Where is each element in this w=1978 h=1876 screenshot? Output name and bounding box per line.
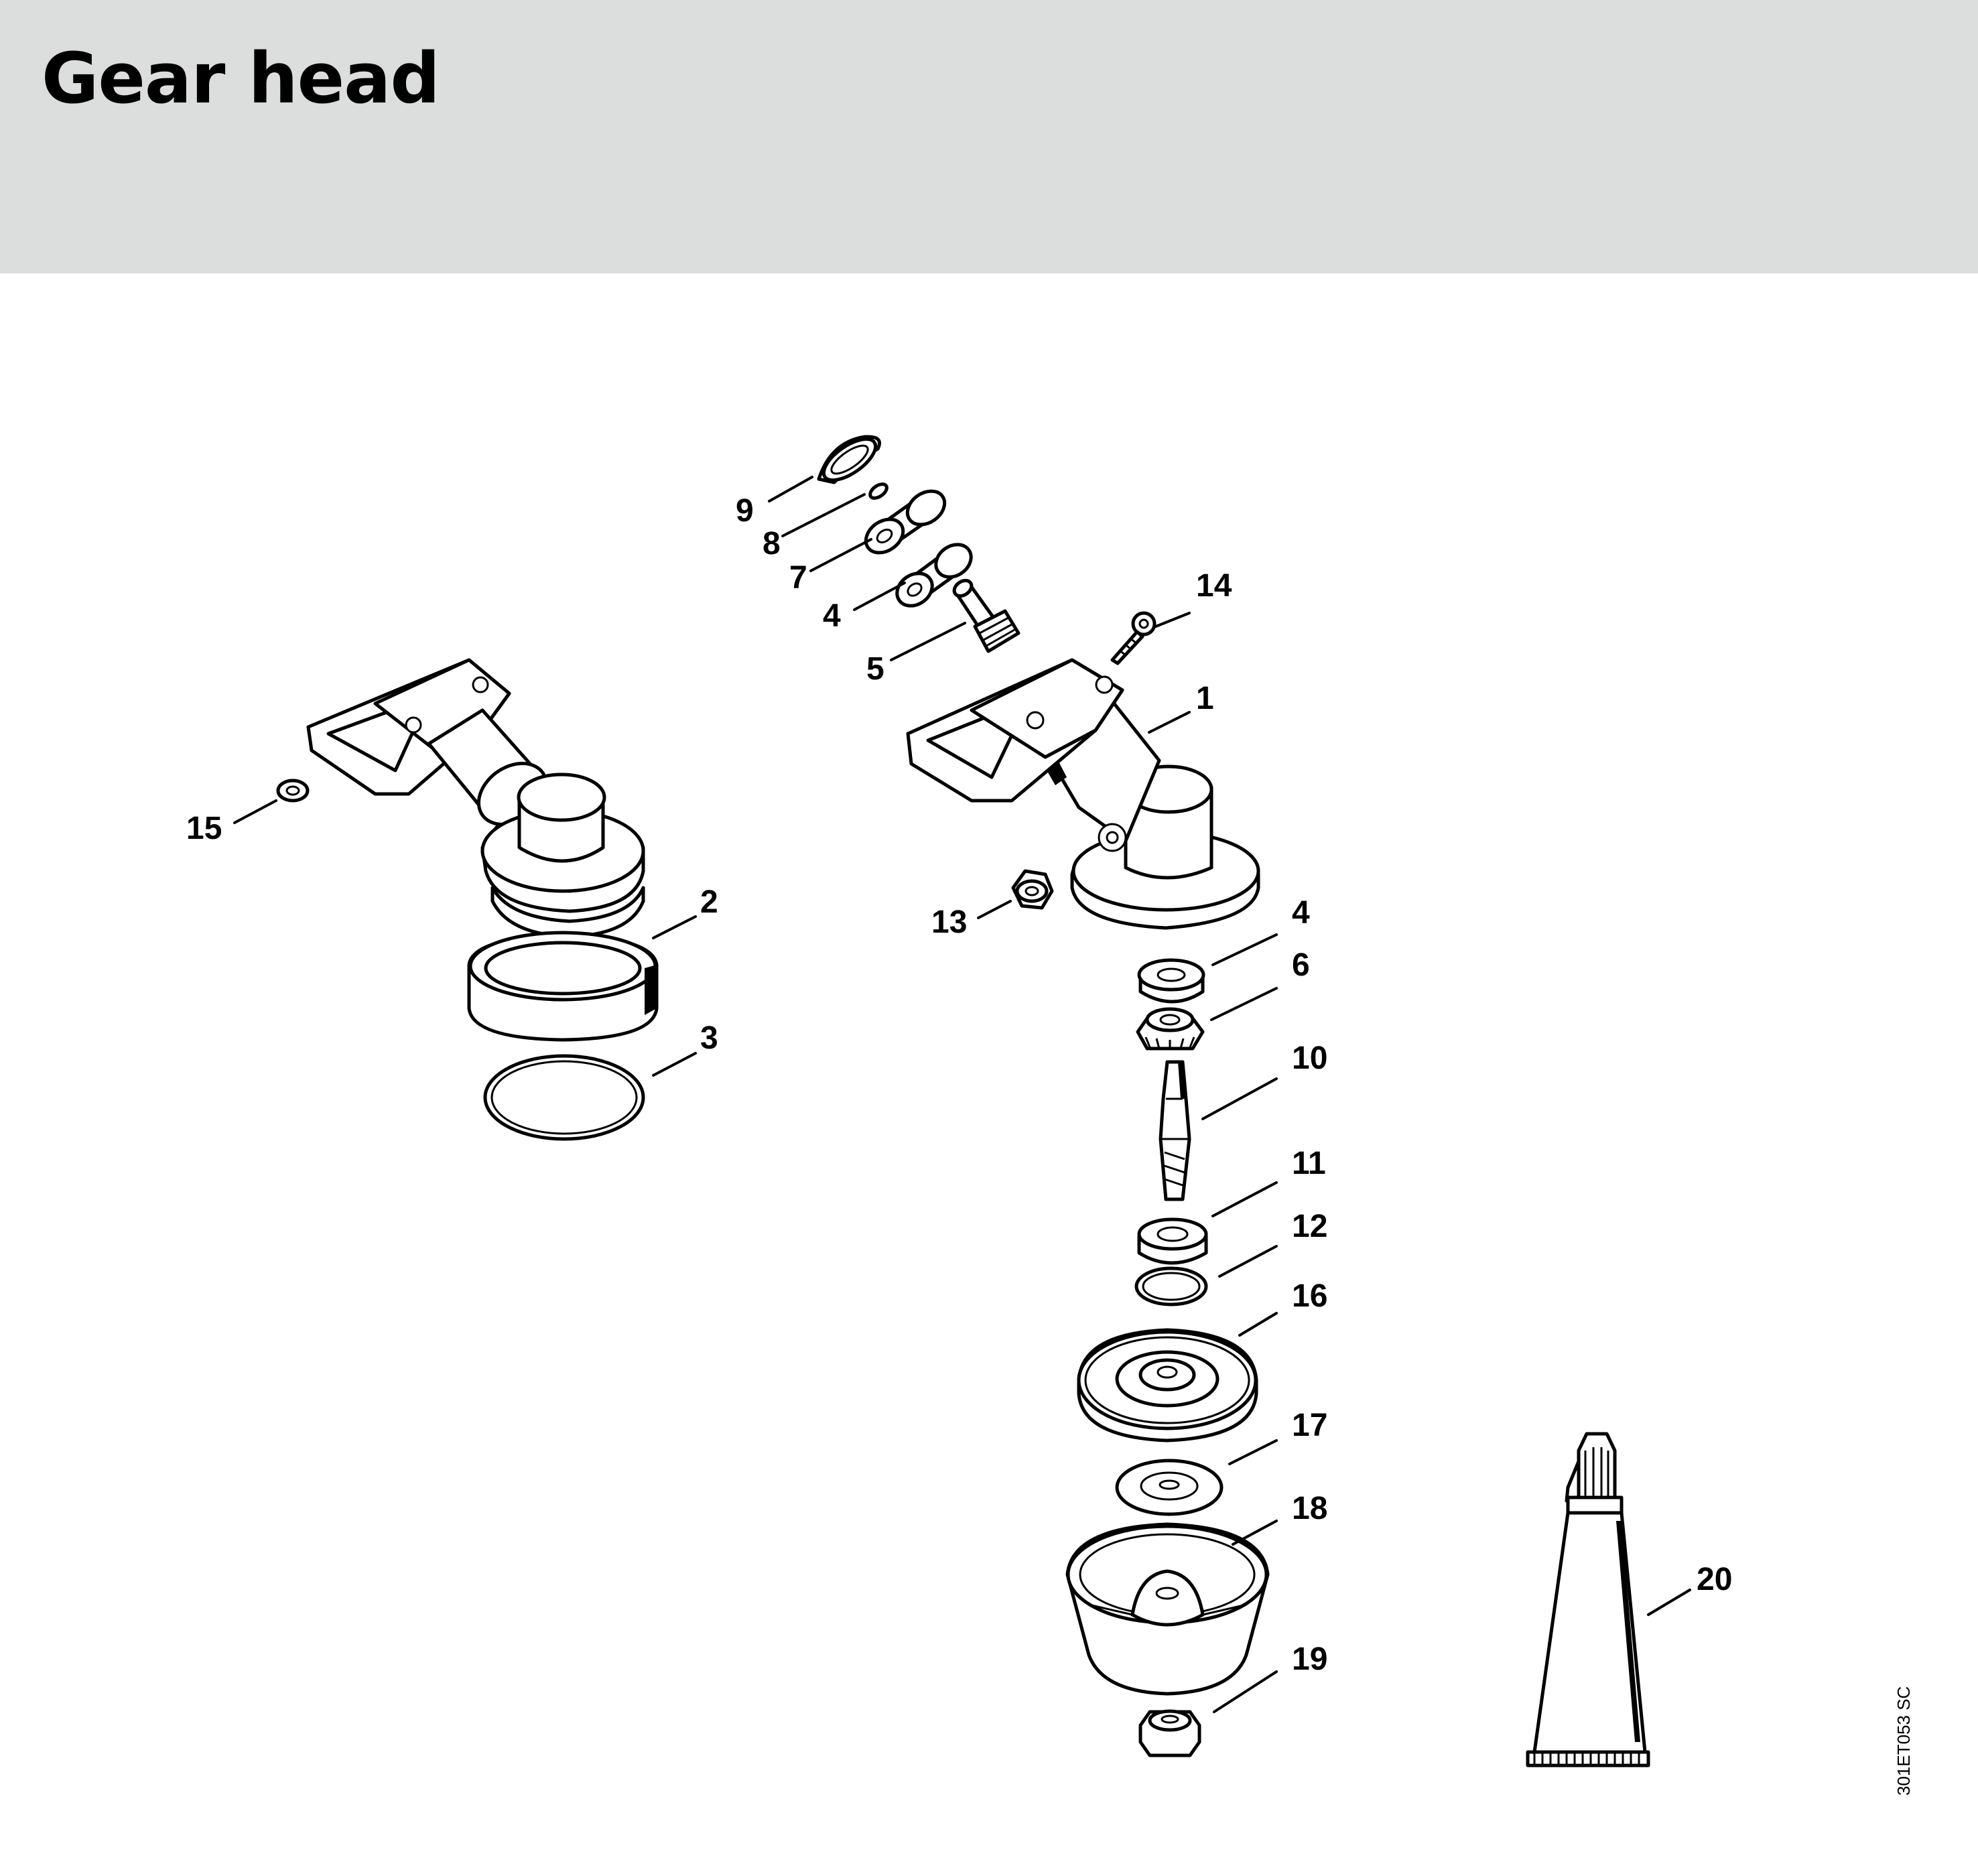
ring-8 [868, 482, 888, 500]
part-11-label: 11 [1292, 1146, 1326, 1181]
gear-housing-1 [906, 658, 1260, 930]
left-gear-head-housing [306, 658, 645, 939]
washer-15 [276, 779, 310, 803]
part-4a-label: 4 [823, 598, 841, 634]
thrust-plate-16 [1077, 1328, 1258, 1443]
part-5-label: 5 [866, 651, 884, 687]
part-labels: 9 8 7 4 5 14 1 15 2 3 13 4 6 10 11 12 16… [186, 493, 1732, 1677]
part-4b-label: 4 [1292, 895, 1310, 931]
ring-3 [483, 1054, 645, 1141]
part-9-label: 9 [736, 493, 754, 529]
part-15-label: 15 [186, 811, 222, 846]
clamp-ring-2 [467, 931, 659, 1042]
grease-tube-20 [1526, 1432, 1650, 1767]
retaining-ring-9 [817, 435, 881, 484]
part-2-label: 2 [700, 884, 718, 920]
figure-code: 301ET053 SC [1894, 1686, 1914, 1796]
ride-plate-18 [1065, 1522, 1270, 1696]
thrust-washer-17 [1115, 1459, 1224, 1516]
snap-ring-12 [1134, 1266, 1208, 1306]
ball-bearing-11 [1137, 1217, 1208, 1265]
page-title: Gear head [42, 38, 440, 119]
plug-13 [1011, 869, 1054, 910]
gear-6 [1136, 1007, 1205, 1051]
ball-bearing-7 [864, 489, 947, 555]
part-8-label: 8 [763, 526, 781, 561]
pinion-5 [952, 579, 1020, 653]
part-16-label: 16 [1292, 1278, 1327, 1314]
part-12-label: 12 [1292, 1209, 1327, 1244]
ball-bearing-4-lower [1137, 958, 1205, 1004]
header-band: Gear head [0, 0, 1978, 273]
screw-14 [1110, 611, 1157, 665]
spindle-10 [1159, 1060, 1191, 1201]
part-13-label: 13 [931, 904, 967, 940]
part-7-label: 7 [789, 560, 807, 596]
ball-bearing-4-upper [895, 543, 973, 608]
leader-lines [233, 476, 1691, 1713]
part-18-label: 18 [1292, 1491, 1327, 1526]
part-19-label: 19 [1292, 1642, 1327, 1677]
part-1-label: 1 [1196, 681, 1214, 716]
part-20-label: 20 [1697, 1562, 1732, 1597]
nut-19 [1138, 1709, 1201, 1757]
part-3-label: 3 [700, 1020, 718, 1056]
part-6-label: 6 [1292, 947, 1310, 983]
part-10-label: 10 [1292, 1041, 1327, 1076]
part-14-label: 14 [1196, 568, 1232, 604]
part-17-label: 17 [1292, 1408, 1327, 1443]
